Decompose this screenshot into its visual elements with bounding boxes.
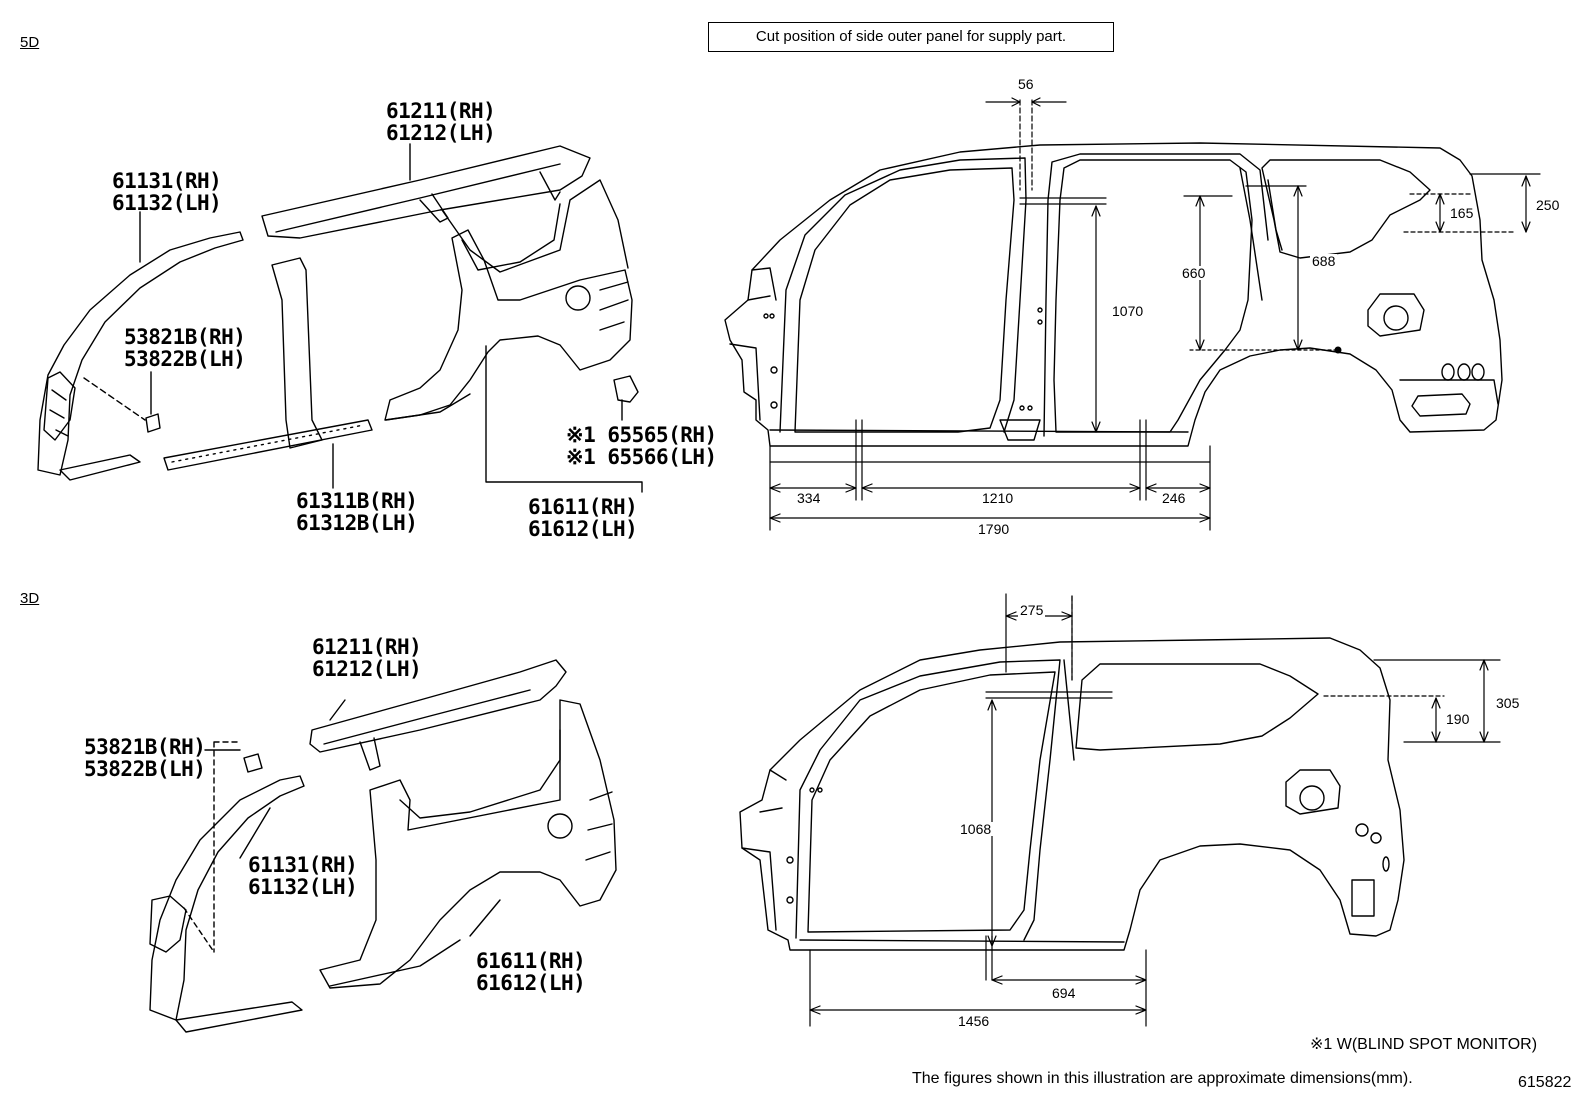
- 5d-dim-1210: 1210: [980, 490, 1016, 506]
- 5d-label-65565-rh: ※1 65565(RH): [566, 423, 717, 447]
- 3d-dim-1456: 1456: [956, 1013, 992, 1029]
- 5d-quarter-panel-part: [384, 179, 633, 421]
- 5d-side-outer-panel: [724, 142, 1503, 447]
- 5d-label-61611-rh: 61611(RH): [528, 495, 638, 519]
- 5d-dim-660: 660: [1180, 265, 1208, 281]
- 3d-label-61131-rh: 61131(RH): [248, 853, 358, 877]
- 3d-label-61611-rh: 61611(RH): [476, 949, 586, 973]
- 5d-label-61312b-lh: 61312B(LH): [296, 511, 418, 535]
- 5d-label-61131-rh: 61131(RH): [112, 169, 222, 193]
- 5d-center-pillar-part: [163, 257, 373, 471]
- 5d-leader-lines: [139, 143, 643, 493]
- 5d-label-61212-lh: 61212(LH): [386, 121, 496, 145]
- 3d-leader-lines: [204, 699, 501, 937]
- 3d-label-53821b-rh: 53821B(RH): [84, 735, 206, 759]
- 5d-dim-1070: 1070: [1110, 303, 1146, 319]
- 3d-label-61212-lh: 61212(LH): [312, 657, 422, 681]
- 3d-dimension-lines: [809, 593, 1501, 1027]
- 5d-label-53822b-lh: 53822B(LH): [124, 347, 246, 371]
- 5d-dimension-lines: [769, 97, 1541, 531]
- 5d-dim-250: 250: [1534, 197, 1562, 213]
- 5d-label-61612-lh: 61612(LH): [528, 517, 638, 541]
- 5d-dim-334: 334: [795, 490, 823, 506]
- 5d-label-53821b-rh: 53821B(RH): [124, 325, 246, 349]
- bsm-footnote: ※1 W(BLIND SPOT MONITOR): [1310, 1036, 1538, 1053]
- 3d-dim-190: 190: [1444, 711, 1472, 727]
- 3d-dim-1068: 1068: [958, 821, 994, 837]
- 3d-label-61211-rh: 61211(RH): [312, 635, 422, 659]
- 3d-label-53822b-lh: 53822B(LH): [84, 757, 206, 781]
- cut-position-banner: Cut position of side outer panel for sup…: [708, 22, 1114, 52]
- section-3d-label: 3D: [20, 590, 40, 607]
- 5d-dim-1790: 1790: [976, 521, 1012, 537]
- 3d-roof-side-part: [309, 659, 567, 771]
- 3d-front-pillar-part: [149, 775, 305, 1033]
- 3d-dim-305: 305: [1494, 695, 1522, 711]
- 5d-label-61211-rh: 61211(RH): [386, 99, 496, 123]
- 5d-reference-dot: [1334, 346, 1342, 354]
- 5d-dim-165: 165: [1448, 205, 1476, 221]
- figure-id: 615822: [1518, 1074, 1572, 1091]
- 3d-bracket-part: [183, 741, 263, 953]
- 5d-bsm-bracket-part: [613, 375, 639, 403]
- 5d-dim-688: 688: [1310, 253, 1338, 269]
- 5d-dim-56: 56: [1016, 76, 1036, 92]
- 5d-bracket-part: [83, 377, 161, 433]
- section-5d-label: 5D: [20, 34, 40, 51]
- 3d-dim-275: 275: [1018, 602, 1046, 618]
- 5d-label-61311b-rh: 61311B(RH): [296, 489, 418, 513]
- 3d-label-61132-lh: 61132(LH): [248, 875, 358, 899]
- 3d-dim-694: 694: [1050, 985, 1078, 1001]
- 5d-roof-side-part: [261, 145, 591, 239]
- 5d-dim-246: 246: [1160, 490, 1188, 506]
- 5d-front-pillar-part: [37, 231, 244, 481]
- 5d-label-65566-lh: ※1 65566(LH): [566, 445, 717, 469]
- 3d-label-61612-lh: 61612(LH): [476, 971, 586, 995]
- approx-dimensions-note: The figures shown in this illustration a…: [912, 1070, 1413, 1087]
- 3d-side-outer-panel: [739, 637, 1405, 951]
- 5d-label-61132-lh: 61132(LH): [112, 191, 222, 215]
- 3d-quarter-panel-part: [319, 699, 617, 989]
